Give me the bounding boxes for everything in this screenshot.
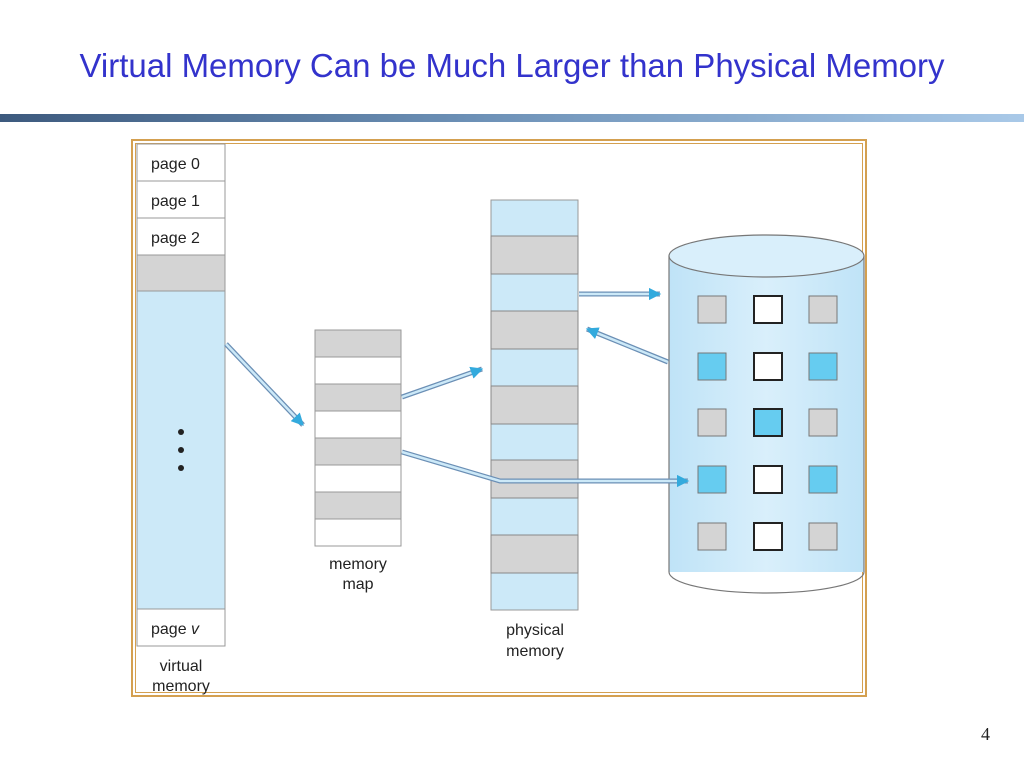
disk-outline [668,256,865,594]
page-number: 4 [981,724,990,744]
virtual-page-1-cell [136,180,226,219]
virtual-memory-column: page 0 page 1 page 2 page v virtual memo… [136,143,226,695]
memory-map-entry [314,464,402,493]
disk-block [753,522,783,551]
physical-frame [490,534,579,574]
disk-block [808,465,838,494]
disk-block [697,408,727,437]
mapping-arrows [224,287,690,488]
ellipsis-dot [178,429,184,435]
disk-block [753,465,783,494]
memory-map-entry [314,518,402,547]
physical-memory-label: memory [506,643,564,660]
virtual-page-v-label: page v [151,621,200,638]
memory-map-entry [314,356,402,385]
memory-map-label: memory [329,556,387,573]
physical-memory-label: physical [506,622,564,639]
disk-block [753,408,783,437]
virtual-memory-label: virtual [160,658,203,675]
memory-map-entry [314,437,402,466]
slide-title: Virtual Memory Can be Much Larger than P… [79,47,945,84]
disk-block [753,295,783,324]
virtual-page-label: page 1 [151,193,200,210]
virtual-page-label: page 2 [151,230,200,247]
physical-frame [490,385,579,425]
disk-block [808,408,838,437]
memory-map-entry [314,383,402,412]
arrow-disk-to-physical [585,327,669,364]
memory-map-entry [314,491,402,520]
virtual-page-2-cell [136,217,226,256]
virtual-page-v-cell [136,608,226,647]
disk-block [808,352,838,381]
figure-frame [131,139,867,697]
disk-cylinder [668,234,865,594]
virtual-memory-label: memory [152,678,210,695]
disk-block [697,352,727,381]
arrow-map-to-disk [401,450,690,488]
disk-block [808,295,838,324]
physical-frame [490,235,579,275]
disk-top [668,234,865,278]
memory-map-column: memory map [314,329,402,593]
disk-block [697,522,727,551]
physical-frame [490,310,579,350]
arrow-map-to-physical [401,366,484,399]
ellipsis-dot [178,447,184,453]
disk-block [697,465,727,494]
disk-block [697,295,727,324]
memory-map-entry [314,329,402,358]
memory-map-label: map [342,576,373,593]
ellipsis-dot [178,465,184,471]
physical-memory-column: physical memory [490,199,579,660]
disk-block [753,352,783,381]
memory-map-entry [314,410,402,439]
virtual-page-3-cell [136,254,226,292]
title-divider [0,114,1024,122]
virtual-page-label: page 0 [151,156,200,173]
disk-block [808,522,838,551]
arrow-virtual-to-map [225,343,304,426]
